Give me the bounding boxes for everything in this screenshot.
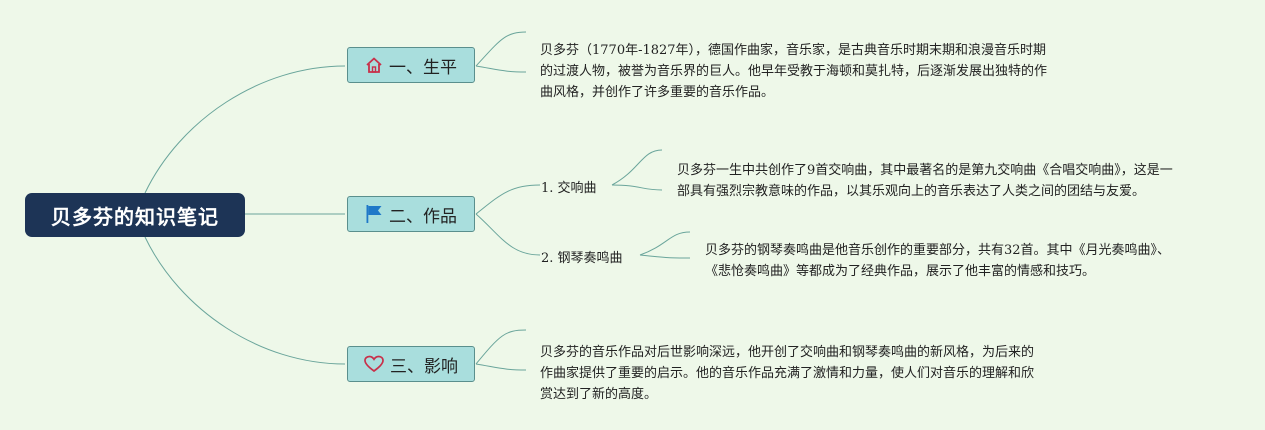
- branch-label: 二、作品: [389, 206, 457, 227]
- connector-works-sonata: [475, 213, 541, 256]
- connector-symphony-text-top: [611, 149, 663, 186]
- symphony-description: 贝多芬一生中共创作了9首交响曲，其中最著名的是第九交响曲《合唱交响曲》，这是一部…: [677, 163, 1173, 199]
- flag-icon: [365, 204, 383, 224]
- root-node[interactable]: 贝多芬的知识笔记: [25, 193, 245, 237]
- bio-description: 贝多芬（1770年-1827年），德国作曲家，音乐家，是古典音乐时期末期和浪漫音…: [540, 43, 1048, 100]
- branch-label: 一、生平: [389, 57, 457, 78]
- heart-icon: [364, 355, 384, 373]
- symphony-label[interactable]: 1. 交响曲: [541, 181, 597, 196]
- connector-influence-text-top: [475, 329, 527, 365]
- influence-description: 贝多芬的音乐作品对后世影响深远，他开创了交响曲和钢琴奏鸣曲的新风格，为后来的作曲…: [540, 345, 1035, 402]
- connector-sonata-text-top: [639, 231, 691, 256]
- connector-sonata-text-bottom: [639, 254, 691, 259]
- connector-works-symphony: [475, 184, 541, 215]
- sonata-label[interactable]: 2. 钢琴奏鸣曲: [541, 251, 623, 266]
- connector-influence-text-bottom: [475, 363, 527, 371]
- branch-node-bio[interactable]: 一、生平: [347, 47, 475, 83]
- branch-node-works[interactable]: 二、作品: [347, 196, 475, 232]
- home-icon: [365, 56, 383, 74]
- connector-root-influence: [144, 236, 346, 365]
- connector-bio-text-top: [475, 31, 527, 67]
- connector-root-bio: [144, 65, 346, 194]
- root-title: 贝多芬的知识笔记: [51, 204, 219, 229]
- connector-symphony-text-bottom: [611, 184, 663, 191]
- branch-label: 三、影响: [390, 356, 458, 377]
- branch-node-influence[interactable]: 三、影响: [347, 346, 475, 382]
- sonata-description: 贝多芬的钢琴奏鸣曲是他音乐创作的重要部分，共有32首。其中《月光奏鸣曲》、《悲怆…: [705, 243, 1171, 279]
- connector-bio-text-bottom: [475, 65, 527, 73]
